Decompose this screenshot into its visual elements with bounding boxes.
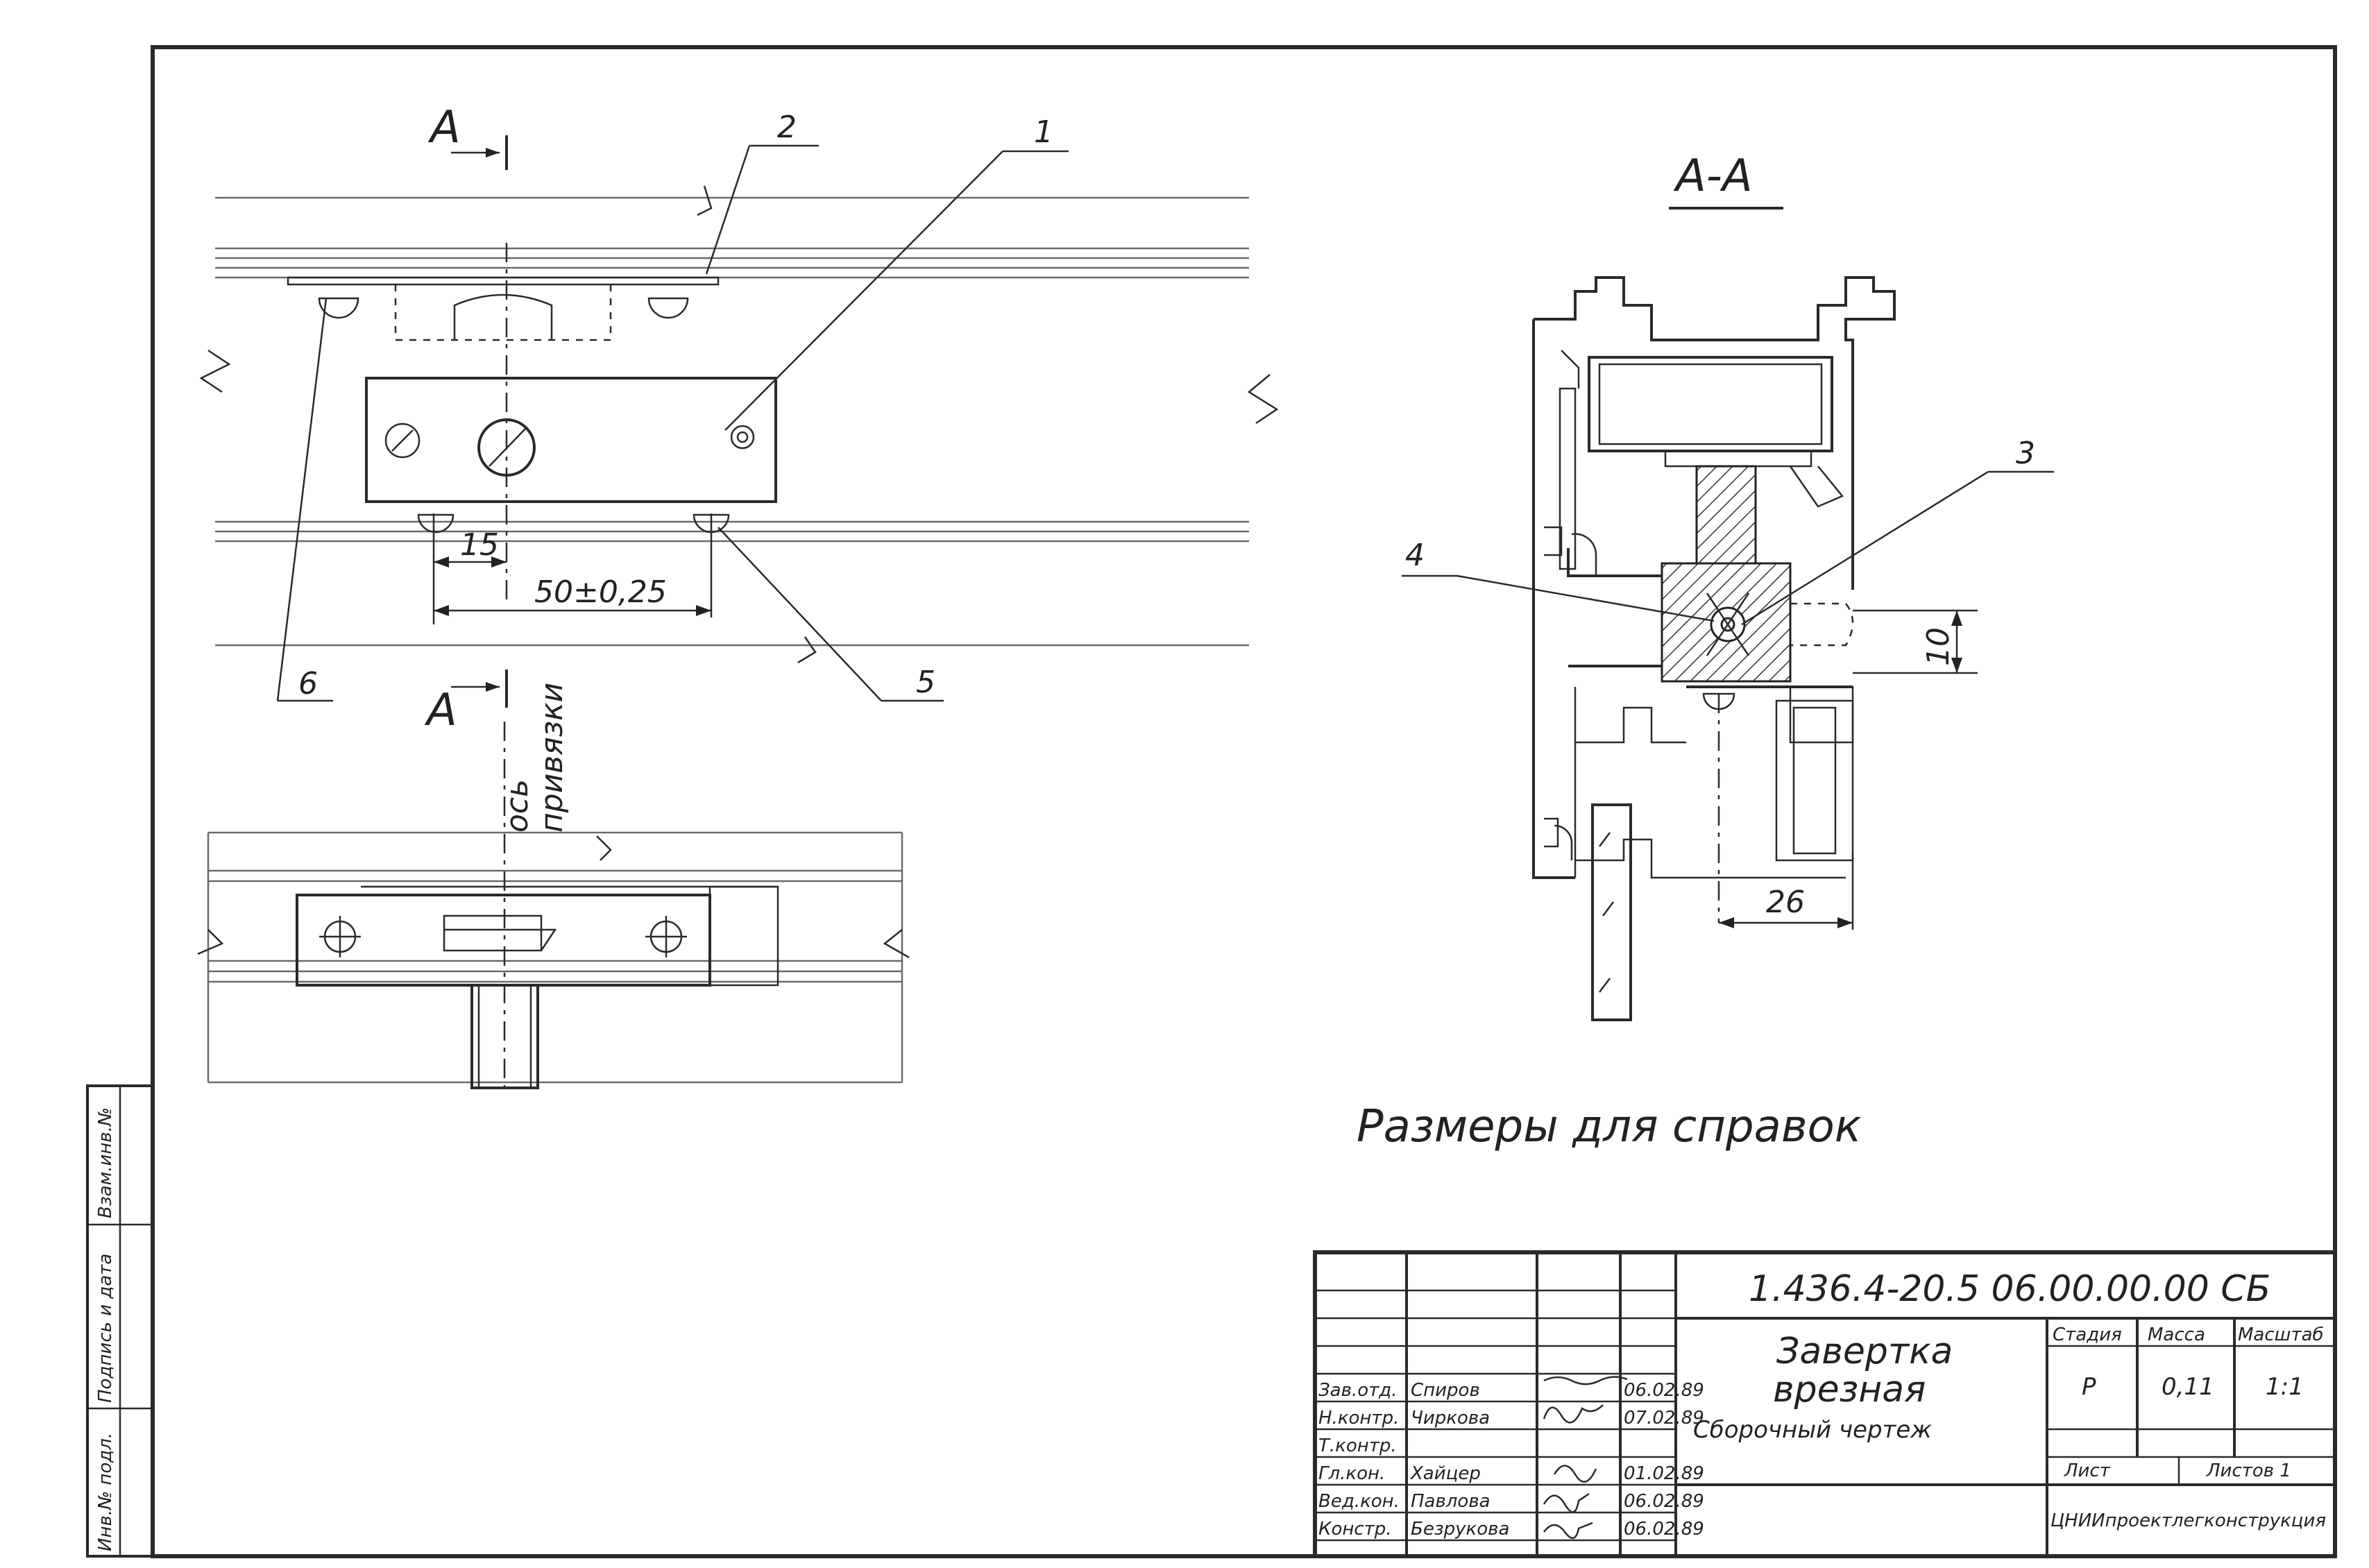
callout-5: 5 (916, 665, 935, 700)
section-title: А-А (1673, 151, 1753, 202)
plan-view (197, 722, 910, 1096)
callout-3: 3 (2016, 436, 2035, 471)
tb-date-4: 01.02.89 (1624, 1463, 1704, 1484)
tb-name-1: Спиров (1411, 1380, 1480, 1401)
product-name-3: Сборочный чертеж (1693, 1416, 1932, 1444)
product-name-2: врезная (1773, 1369, 1926, 1411)
sheet-frame (151, 45, 2337, 1558)
tb-role-1: Зав.отд. (1318, 1380, 1397, 1401)
callout-2: 2 (777, 110, 797, 145)
product-name-1: Завертка (1776, 1331, 1953, 1372)
stamp-inv-no: Инв.№ подл. (95, 1433, 116, 1551)
callout-4: 4 (1405, 538, 1425, 573)
latch-tongue-section (1695, 465, 1757, 565)
tb-date-2: 07.02.89 (1624, 1408, 1704, 1429)
section-mark-bottom: А (424, 685, 457, 736)
mass-header: Масса (2148, 1324, 2205, 1345)
dim-26: 26 (1766, 885, 1805, 920)
tb-role-2: Н.контр. (1318, 1408, 1399, 1429)
section-mark-top: А (427, 102, 461, 153)
top-view: 15 50±0,25 А А 1 2 6 5 ось привязки (199, 102, 1279, 833)
tb-date-6: 06.02.89 (1624, 1519, 1704, 1540)
side-stamp: Инв.№ подл. Подпись и дата Взам.инв.№ (86, 1084, 154, 1558)
tb-role-4: Гл.кон. (1318, 1463, 1385, 1484)
stamp-replaced-inv: Взам.инв.№ (95, 1107, 116, 1218)
scale-value: 1:1 (2266, 1373, 2304, 1401)
tb-role-6: Констр. (1318, 1519, 1392, 1540)
callout-1: 1 (1034, 114, 1053, 150)
mass-value: 0,11 (2162, 1373, 2214, 1401)
stamp-signature-date: Подпись и дата (95, 1254, 116, 1403)
section-a-a: А-А (1402, 151, 2054, 1021)
sheets-label: Листов 1 (2206, 1460, 2291, 1481)
title-block: 1.436.4-20.5 06.00.00.00 СБ Завертка вре… (1313, 1250, 2337, 1558)
tb-role-3: Т.контр. (1318, 1435, 1397, 1456)
signatures (1543, 1376, 1628, 1539)
tb-date-5: 06.02.89 (1624, 1491, 1704, 1512)
axis-label-2: привязки (534, 683, 570, 833)
glass-pane (1591, 803, 1632, 1021)
tb-name-5: Павлова (1411, 1491, 1491, 1512)
dim-15: 15 (460, 527, 499, 563)
tb-date-1: 06.02.89 (1624, 1380, 1704, 1401)
axis-label-1: ось (500, 779, 535, 833)
doc-code: 1.436.4-20.5 06.00.00.00 СБ (1749, 1268, 2270, 1310)
organization: ЦНИИпроектлегконструкция (2050, 1510, 2326, 1531)
scale-header: Масштаб (2238, 1324, 2324, 1345)
callout-6: 6 (298, 666, 318, 701)
dim-50: 50±0,25 (534, 574, 667, 610)
note-text: Размеры для справок (1357, 1101, 1862, 1152)
stage-value: Р (2082, 1373, 2096, 1401)
dim-10: 10 (1921, 627, 1956, 666)
tb-role-5: Вед.кон. (1318, 1491, 1400, 1512)
tb-name-6: Безрукова (1411, 1519, 1509, 1540)
tb-name-2: Чиркова (1411, 1408, 1490, 1429)
latch-body-plate (365, 377, 777, 503)
sheet-label: Лист (2064, 1460, 2111, 1481)
tb-name-4: Хайцер (1409, 1463, 1481, 1484)
stage-header: Стадия (2053, 1324, 2122, 1345)
